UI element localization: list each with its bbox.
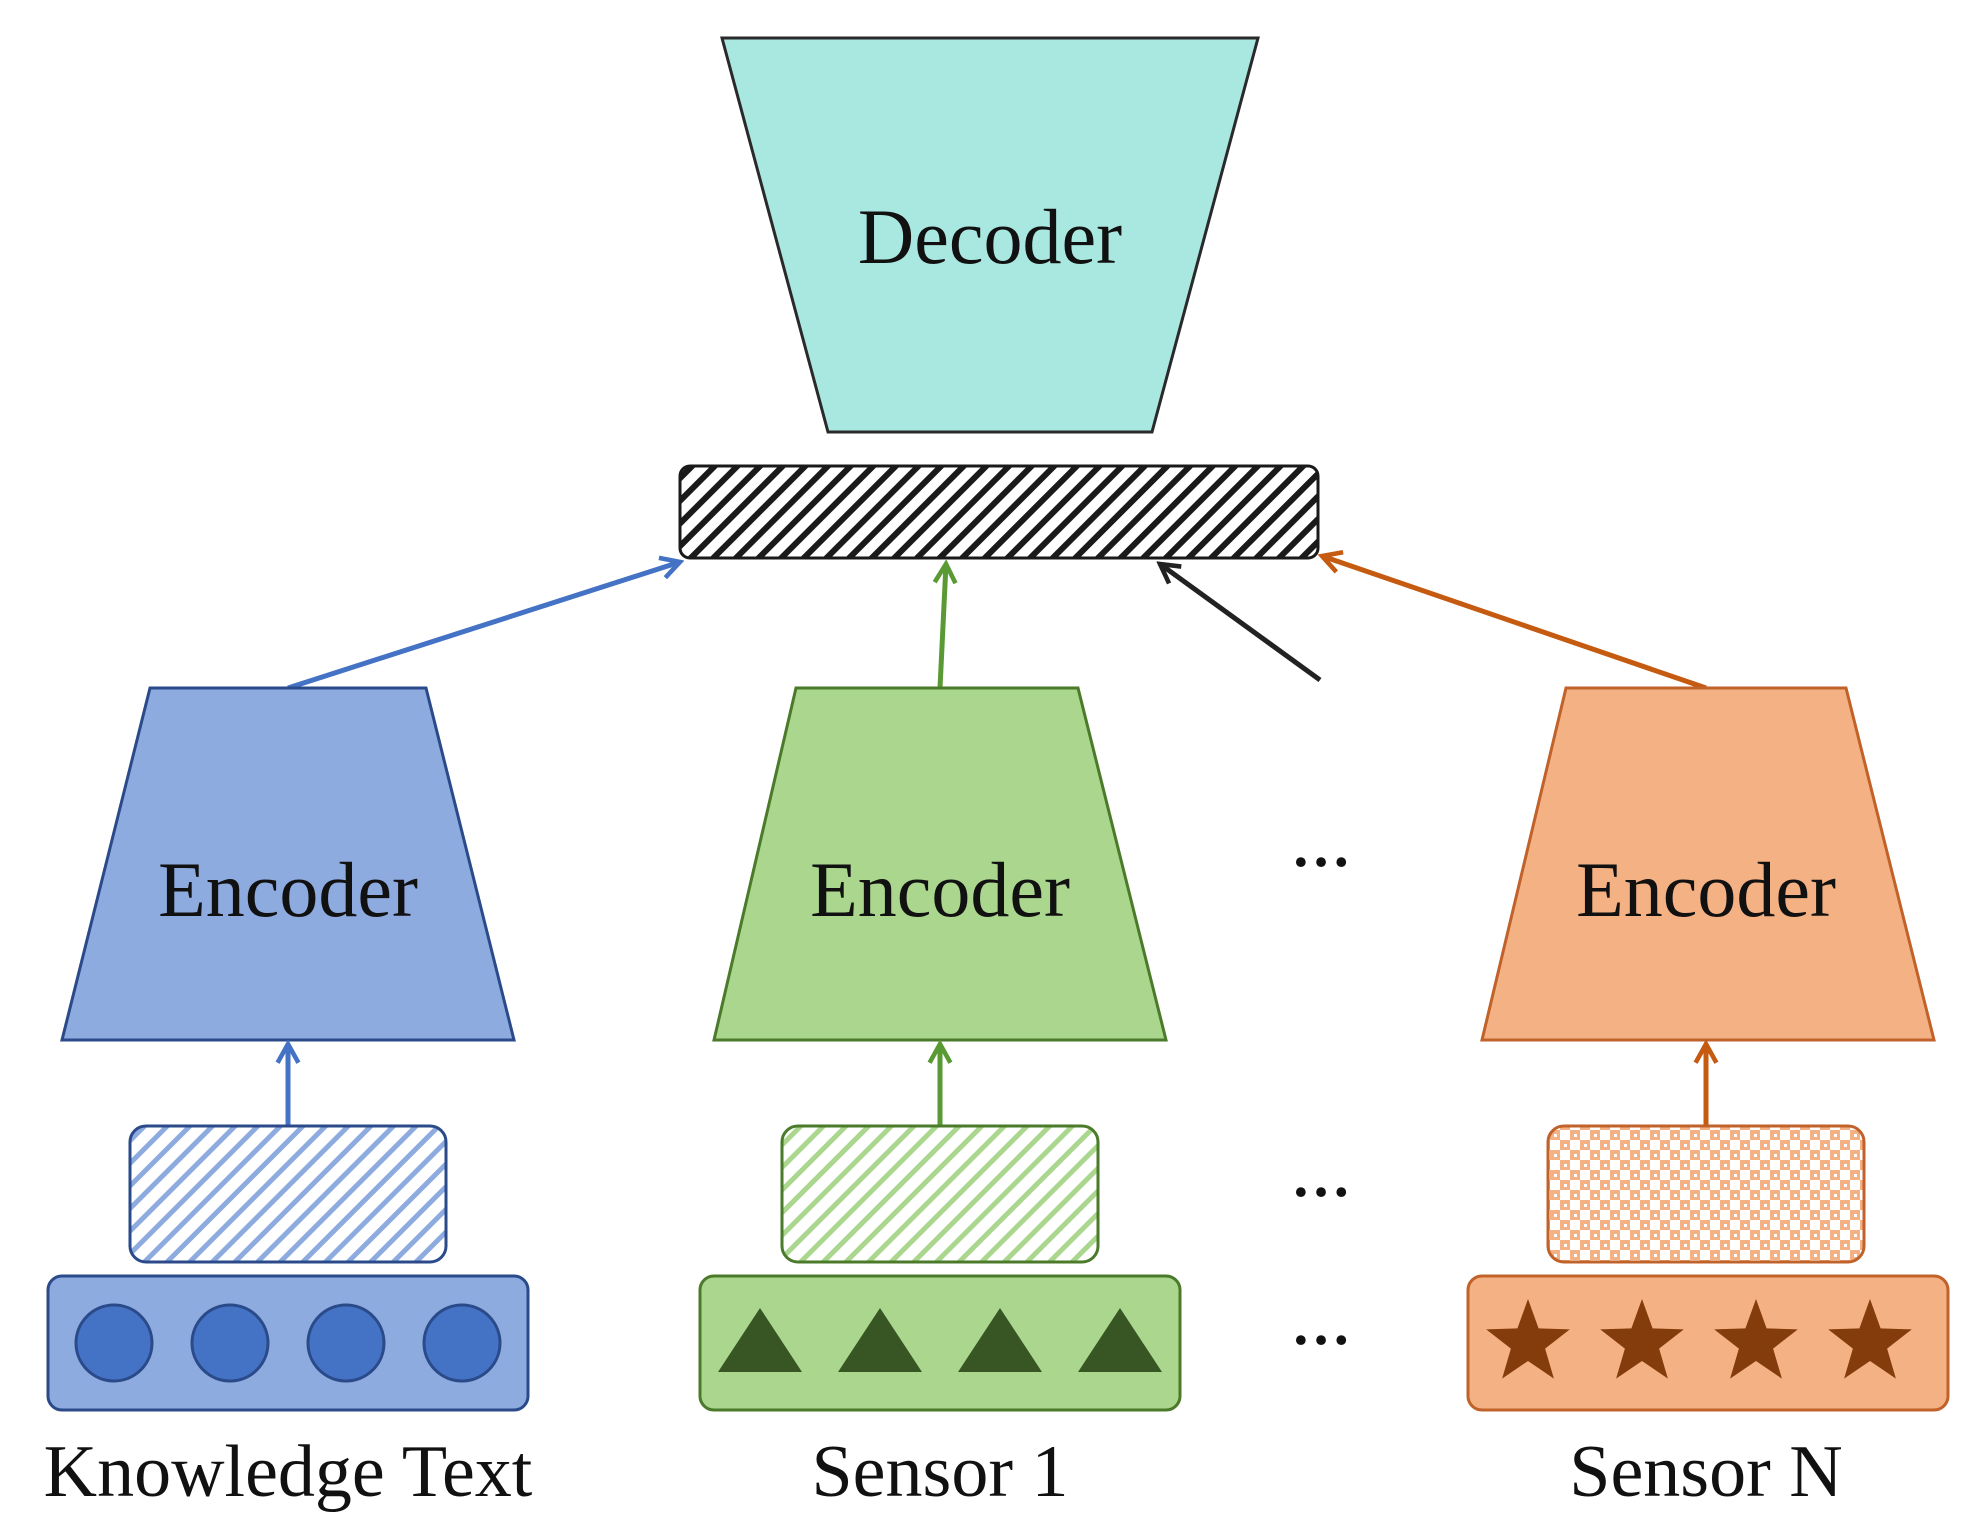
column-sensor-1: Encoder Sensor 1 — [698, 686, 1182, 1513]
encoder-label-sensorN: Encoder — [1576, 846, 1836, 933]
decoder-block: Decoder — [720, 36, 1260, 434]
caption-sensor1: Sensor 1 — [812, 1431, 1069, 1513]
column-knowledge-text: Encoder Knowledge Text — [44, 686, 533, 1513]
token-circle — [422, 1303, 502, 1383]
decoder-label: Decoder — [858, 193, 1122, 280]
token-bar-knowledge — [46, 1274, 530, 1412]
fused-latent-bar — [678, 464, 1320, 560]
embedding-knowledge — [128, 1124, 448, 1264]
token-stars — [1486, 1299, 1912, 1379]
ellipsis-embedding-row: … — [1291, 1143, 1365, 1209]
encoder-shape-knowledge — [60, 686, 516, 1042]
token-star — [1600, 1299, 1684, 1379]
caption-knowledge: Knowledge Text — [44, 1431, 533, 1513]
decoder-shape — [720, 36, 1260, 434]
arrow-more-to-fused — [1160, 564, 1322, 683]
caption-sensorN: Sensor N — [1569, 1431, 1842, 1513]
token-circle — [190, 1303, 270, 1383]
column-sensor-n: Encoder Sensor N — [1466, 686, 1950, 1513]
encoder-label-sensor1: Encoder — [810, 846, 1070, 933]
token-star — [1486, 1299, 1570, 1379]
embedding-sensorN — [1546, 1124, 1866, 1264]
token-star — [1828, 1299, 1912, 1379]
token-bar-sensor1 — [698, 1274, 1182, 1412]
token-triangle — [958, 1308, 1042, 1372]
ellipsis-encoder-row: … — [1291, 813, 1365, 879]
encoder-shape-sensor1 — [712, 686, 1168, 1042]
encoder-shape-sensorN — [1480, 686, 1936, 1042]
token-triangle — [1078, 1308, 1162, 1372]
arrow-knowledge-to-fused — [287, 562, 680, 691]
arrow-sensor1-to-fused — [940, 564, 946, 689]
token-circle — [306, 1303, 386, 1383]
embedding-sensor1 — [780, 1124, 1100, 1264]
ellipsis-token-row: … — [1291, 1291, 1365, 1357]
token-triangle — [718, 1308, 802, 1372]
token-star — [1714, 1299, 1798, 1379]
token-circle — [74, 1303, 154, 1383]
token-bar-sensorN — [1466, 1274, 1950, 1412]
token-triangle — [838, 1308, 922, 1372]
encoder-label-knowledge: Encoder — [158, 846, 418, 933]
arrow-sensorN-to-fused — [1322, 556, 1707, 691]
